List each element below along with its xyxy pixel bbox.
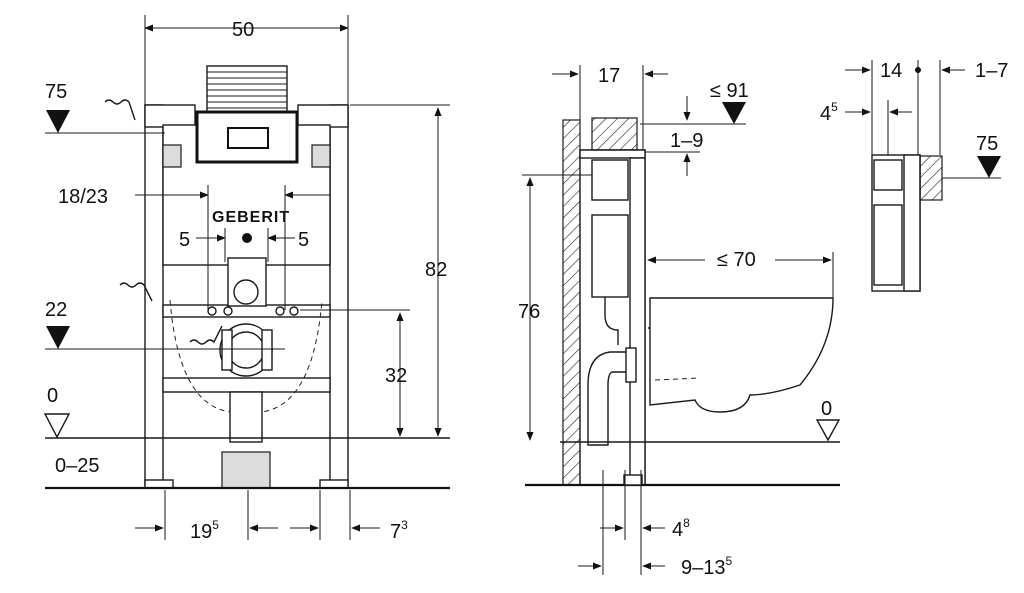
detail-valve [873, 159, 903, 191]
dim-bottom-b: 9–135 [681, 554, 733, 579]
left-bracket [144, 104, 196, 128]
rail-hole-4 [289, 306, 299, 316]
side-view: 17 ≤ 91 1–9 76 ≤ 70 0 48 9–135 [518, 65, 841, 579]
dim-width-top: 50 [232, 19, 254, 41]
dim-detail-depth: 14 [880, 60, 902, 82]
dim-right-offset: 5 [298, 229, 309, 251]
dim-bottom-a: 48 [672, 516, 690, 541]
left-post [144, 104, 164, 486]
right-post [329, 104, 349, 486]
dim-height-side: 76 [518, 301, 540, 323]
flush-plate-lines [207, 71, 287, 109]
dim-height-total: 82 [425, 259, 447, 281]
side-drain-coupling [625, 347, 637, 383]
wavy-indicator-top [104, 99, 136, 121]
drain-clamp-left [221, 329, 233, 371]
wc-pan-inner [654, 377, 701, 381]
left-fitting [162, 144, 182, 168]
wavy-indicator-drain [189, 325, 223, 345]
center-mark [242, 233, 252, 243]
drain-socket [221, 451, 271, 489]
lower-crossbar [162, 377, 331, 393]
side-flush-pipe [604, 297, 619, 345]
detail-frame-front [903, 154, 921, 292]
drain-pipe-inner [227, 331, 265, 369]
rail-hole-3 [275, 306, 285, 316]
dim-bottom-left: 195 [190, 518, 219, 543]
geberit-logo: GEBERIT [212, 209, 290, 226]
dim-side-floor-zero: 0 [821, 398, 832, 420]
dim-level-top: 75 [45, 81, 67, 103]
dim-height-drain: 32 [385, 365, 407, 387]
detail-center-dot [915, 67, 921, 73]
right-fitting [311, 144, 331, 168]
inlet-connector [233, 279, 259, 305]
level-marker-side [722, 102, 746, 124]
detail-view: 14 1–7 45 75 [820, 60, 1008, 292]
mounting-rail [162, 304, 331, 318]
right-bracket [297, 104, 349, 128]
floor-marker [43, 413, 71, 439]
wc-pan [649, 297, 834, 413]
dim-plate-range: 1–9 [670, 130, 703, 152]
drain-outlet [229, 391, 263, 443]
side-frame-top [579, 149, 646, 159]
dim-level-mid: 22 [45, 299, 67, 321]
right-foot [319, 479, 349, 489]
side-frame-front [629, 157, 646, 486]
dim-depth-top: 17 [598, 65, 620, 87]
side-foot [623, 474, 643, 486]
rail-hole-1 [207, 306, 217, 316]
side-floor-marker [815, 419, 841, 442]
side-cistern [591, 214, 629, 298]
side-plate-top [591, 117, 638, 151]
detail-cistern [873, 204, 903, 286]
dim-left-offset: 5 [179, 229, 190, 251]
level-marker-top [46, 110, 70, 133]
dim-floor-zero: 0 [47, 385, 58, 407]
drain-clamp-right [261, 329, 273, 371]
wavy-indicator-mid [119, 282, 153, 302]
dim-detail-range: 1–7 [975, 60, 1008, 82]
dim-bottom-right: 73 [390, 518, 408, 543]
dim-floor-range: 0–25 [55, 455, 100, 477]
actuator-opening [227, 127, 269, 149]
detail-level-marker [977, 156, 1001, 178]
level-marker-mid [46, 326, 70, 349]
left-foot [144, 479, 174, 489]
front-view: GEBERIT 50 75 [43, 15, 450, 543]
dim-detail-offset: 45 [820, 100, 838, 125]
side-valve-block [591, 159, 629, 201]
dim-above-max: ≤ 91 [710, 80, 749, 102]
dim-detail-level: 75 [976, 133, 998, 155]
dim-pipe-spacing: 18/23 [58, 186, 108, 208]
detail-plate [919, 155, 943, 201]
side-drain-elbow [587, 351, 629, 446]
rail-hole-2 [223, 306, 233, 316]
dim-projection-max: ≤ 70 [717, 249, 756, 271]
